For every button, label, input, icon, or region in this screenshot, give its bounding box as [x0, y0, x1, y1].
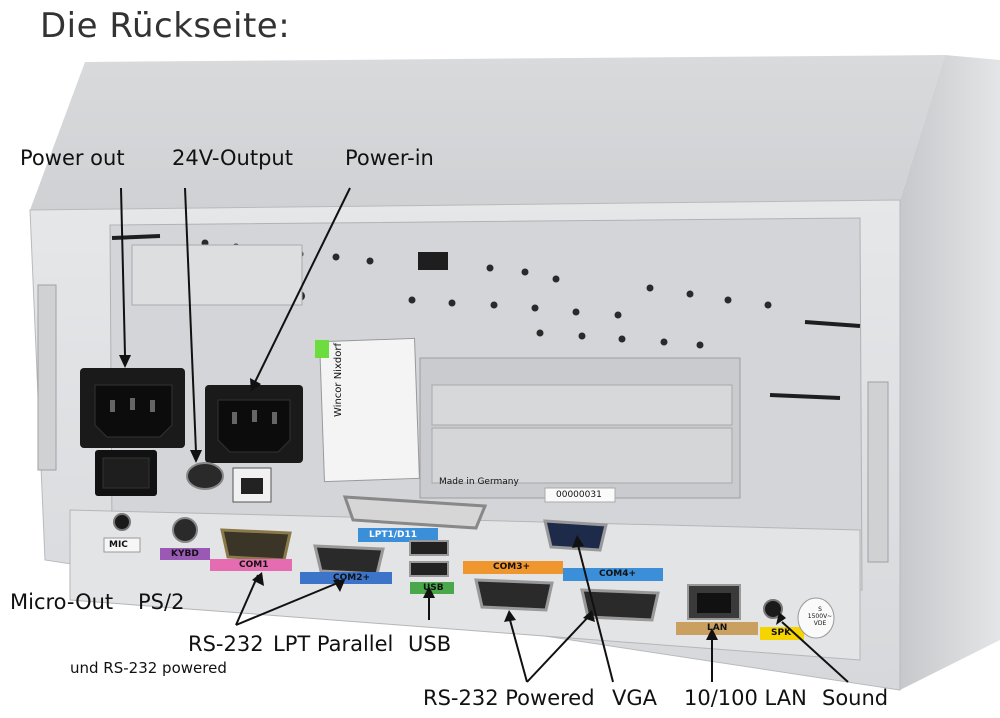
usb-port-1	[409, 540, 449, 556]
com2-port	[313, 544, 385, 576]
callout-usb: USB	[408, 632, 452, 656]
callout-sound: Sound	[822, 686, 889, 710]
case-top	[30, 55, 945, 210]
callout-rs232-sub: und RS-232 powered	[70, 659, 227, 677]
callout-lan: 10/100 LAN	[684, 686, 807, 710]
right-handle	[867, 381, 889, 563]
rj-port	[232, 467, 272, 503]
com1-port	[220, 528, 292, 562]
usb-port-2	[409, 561, 449, 577]
lan-tag: LAN	[707, 623, 728, 633]
lan-port	[687, 584, 741, 620]
serial-text: 00000031	[556, 490, 602, 500]
callout-vga: VGA	[612, 686, 658, 710]
usb-tag: USB	[423, 583, 444, 593]
callout-ps2: PS/2	[138, 590, 185, 614]
vga-port	[543, 519, 608, 552]
callout-micro-out: Micro-Out	[10, 590, 114, 614]
lpt-port	[342, 495, 488, 530]
com4-port	[580, 588, 660, 622]
24v-output-port	[186, 462, 224, 490]
kybd-tag: KYBD	[171, 549, 199, 559]
com3-tag: COM3+	[493, 562, 531, 572]
fuse-badge-text: S 1500V~ VDE	[807, 606, 833, 627]
arrow-heads	[119, 355, 786, 640]
brand-text: Wincor Nixdorf	[333, 343, 344, 417]
com3-port	[474, 578, 554, 612]
callout-power-out: Power out	[20, 146, 125, 170]
case-side	[900, 55, 1000, 690]
spk-jack	[763, 599, 783, 619]
ps2-port	[172, 517, 198, 543]
page-title: Die Rückseite:	[40, 6, 291, 46]
com2-tag: COM2+	[333, 573, 371, 583]
left-handle	[37, 284, 57, 471]
com4-tag: COM4+	[599, 569, 637, 579]
callout-power-in: Power-in	[345, 146, 434, 170]
callout-rs232-powered: RS-232 Powered	[423, 686, 595, 710]
callout-arrows	[120, 187, 849, 683]
label-sticker	[319, 337, 420, 483]
com1-tag: COM1	[239, 560, 269, 570]
slot-cover	[131, 244, 303, 306]
mic-tag: MIC	[109, 540, 128, 550]
made-in-text: Made in Germany	[439, 477, 519, 487]
callout-rs232: RS-232	[188, 632, 264, 656]
mic-jack	[113, 513, 131, 531]
serial-sticker	[544, 487, 616, 503]
callout-lpt: LPT Parallel	[273, 632, 394, 656]
spk-tag: SPK	[771, 628, 792, 638]
callout-24v-output: 24V-Output	[172, 146, 293, 170]
fuse-badge	[797, 597, 835, 639]
lpt1-tag: LPT1/D11	[369, 530, 418, 540]
